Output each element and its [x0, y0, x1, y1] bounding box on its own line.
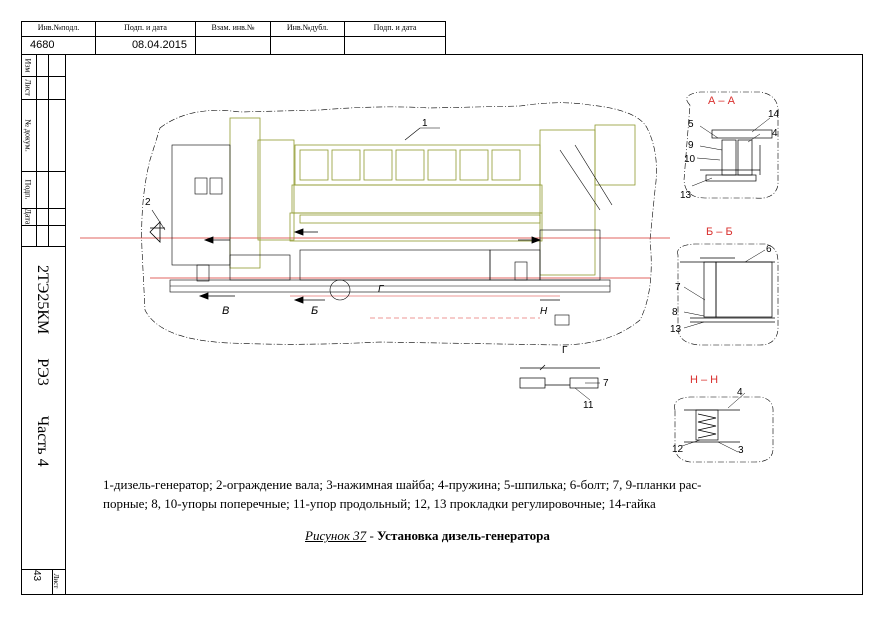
figure-separator: -: [366, 528, 378, 543]
section-bb-label: Б – Б: [706, 226, 733, 238]
callout-bb-13: 13: [670, 324, 682, 335]
callout-nn-4: 4: [737, 387, 743, 398]
callout-nn-12: 12: [672, 444, 684, 455]
section-aa-boundary: [683, 91, 779, 199]
section-nn-boundary: [674, 396, 774, 463]
callout-main-1: 1: [422, 118, 428, 129]
section-aa-label: А – А: [708, 95, 736, 107]
legend-line-2: порные; 8, 10-упоры поперечные; 11-упор …: [103, 496, 656, 511]
callout-g-11: 11: [583, 400, 594, 411]
engine-body: [229, 117, 636, 276]
callout-g-7: 7: [603, 378, 609, 389]
callout-bb-6: 6: [766, 244, 772, 255]
callout-aa-13: 13: [680, 190, 692, 201]
figure-title-text: Установка дизель-генератора: [377, 528, 550, 543]
section-nn-label: Н – Н: [690, 374, 718, 386]
callout-bb-8: 8: [672, 307, 678, 318]
view-letter-b: Б: [311, 305, 318, 317]
sheet-box: [21, 569, 66, 595]
callout-nn-3: 3: [738, 445, 744, 456]
view-letter-g: Г: [378, 284, 385, 295]
engine-detail: [169, 144, 613, 326]
callout-aa-5: 5: [688, 119, 694, 130]
engine-boundary: [141, 102, 657, 346]
callout-aa-10: 10: [684, 154, 696, 165]
legend-line-1: 1-дизель-генератор; 2-ограждение вала; 3…: [103, 477, 702, 492]
section-markers: [149, 221, 560, 304]
callout-bb-7: 7: [675, 282, 681, 293]
figure-ref: Рисунок 37: [305, 528, 367, 543]
section-bb-boundary: [677, 243, 779, 346]
callout-aa-9: 9: [688, 140, 694, 151]
figure-title: Рисунок 37 - Установка дизель-генератора: [305, 528, 550, 544]
callout-aa-4: 4: [772, 128, 778, 139]
view-letter-v: В: [222, 305, 229, 317]
view-letter-n: Н: [540, 306, 548, 317]
view-g-label: Г: [562, 345, 568, 356]
figure-legend: 1-дизель-генератор; 2-ограждение вала; 3…: [103, 475, 803, 513]
callout-main-2: 2: [145, 197, 151, 208]
callout-aa-14: 14: [768, 109, 780, 120]
